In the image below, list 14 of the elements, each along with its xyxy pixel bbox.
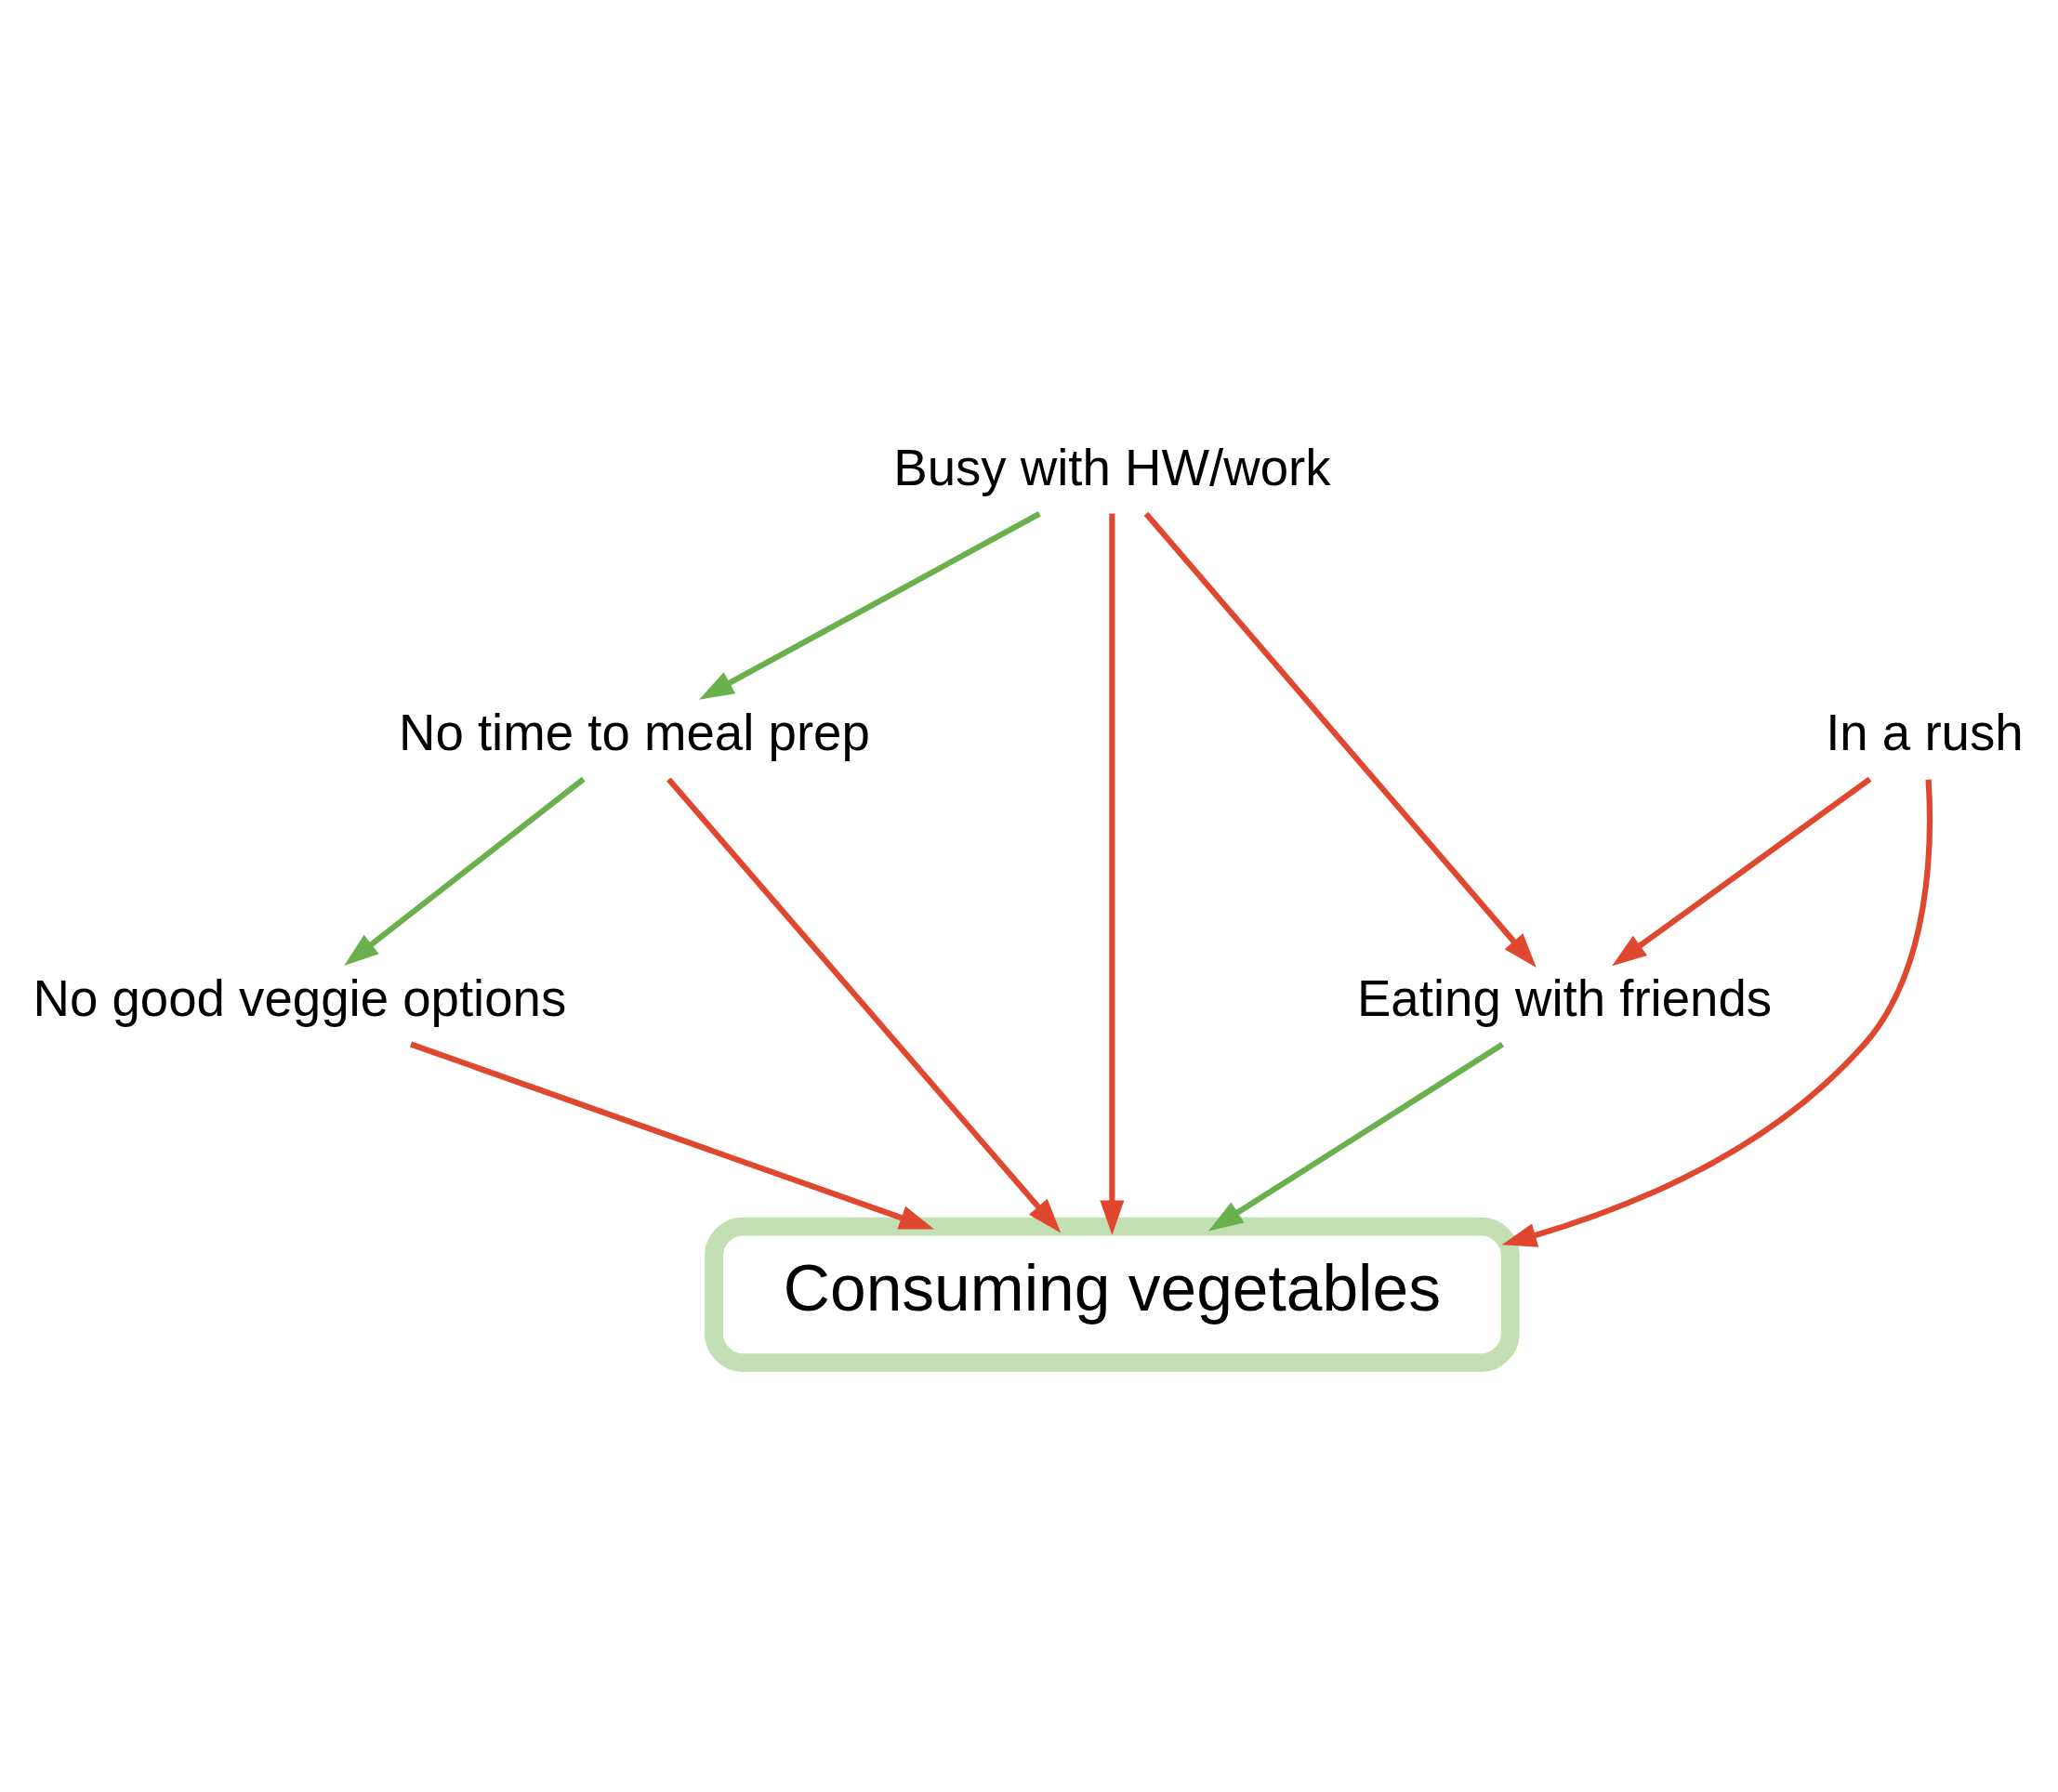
node-text: No time to meal prep xyxy=(398,704,870,761)
arrow xyxy=(344,776,586,966)
node-text: Busy with HW/work xyxy=(893,439,1331,496)
arrow xyxy=(1612,776,1872,966)
node-box: Consuming vegetables xyxy=(705,1217,1520,1372)
arrow xyxy=(666,776,1062,1232)
arrow xyxy=(1207,1041,1505,1232)
arrow xyxy=(1501,779,1933,1247)
arrow xyxy=(410,1041,934,1230)
arrow xyxy=(699,510,1041,700)
arrow xyxy=(1143,511,1537,968)
node-text: No good veggie options xyxy=(33,969,567,1027)
node-text: Eating with friends xyxy=(1356,969,1773,1027)
node-text: In a rush xyxy=(1826,704,2024,761)
